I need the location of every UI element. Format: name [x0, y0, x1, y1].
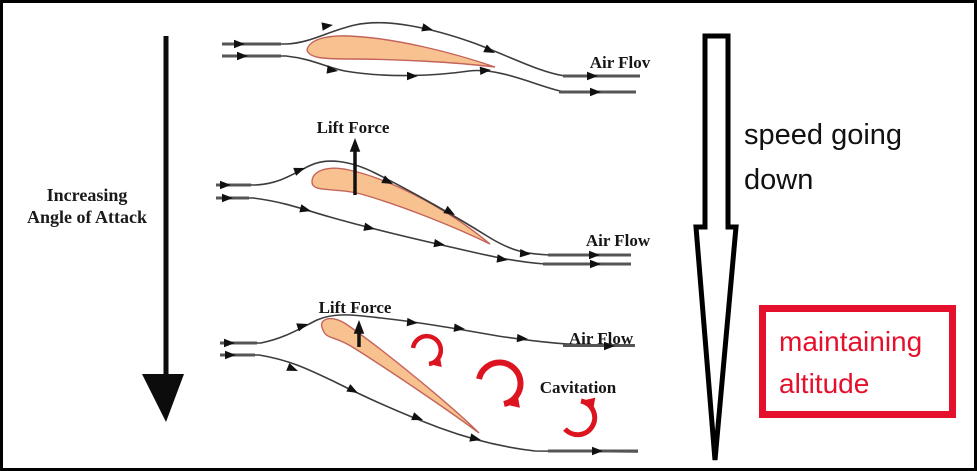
vortex-swirl-large-icon [476, 359, 524, 411]
maintaining-altitude-box: maintaining altitude [759, 305, 956, 418]
increasing-aoa-label: Increasing Angle of Attack [11, 185, 163, 228]
cavitation-label: Cavitation [540, 378, 617, 397]
air-flow-label: Air Flov [590, 53, 651, 72]
lift-force-arrow-icon [353, 320, 365, 347]
panel-high-aoa: Lift Force Air Flow Cavitation [220, 298, 639, 456]
streamline-thick-segments [216, 183, 631, 266]
panel-medium-aoa: Lift Force Air Flow [216, 118, 651, 269]
flow-arrowheads [220, 164, 601, 269]
streamlines [222, 21, 640, 93]
lift-force-label: Lift Force [317, 118, 390, 137]
vortex-swirl-small-icon [410, 333, 444, 370]
vortex-swirl-icons [410, 333, 598, 438]
air-flow-label: Air Flow [586, 231, 651, 250]
increasing-aoa-label-line2: Angle of Attack [27, 206, 147, 227]
speed-going-down-note: speed going down [744, 119, 903, 196]
increasing-aoa-arrow-icon [142, 36, 184, 422]
airfoil-shape [320, 317, 480, 434]
lift-force-arrow-icon [349, 138, 361, 195]
vortex-swirl-medium-icon [563, 395, 598, 438]
airfoil-diagram: Air Flov [142, 20, 739, 461]
lift-force-label: Lift Force [319, 298, 392, 317]
panel-low-aoa: Air Flov [222, 20, 651, 97]
speed-down-arrow-icon [693, 33, 739, 461]
maintaining-altitude-text: maintaining altitude [779, 325, 923, 399]
increasing-aoa-label-line1: Increasing [46, 185, 128, 205]
airfoil-shape [306, 35, 496, 68]
airfoil-shape [311, 167, 491, 245]
air-flow-label: Air Flow [569, 329, 634, 348]
